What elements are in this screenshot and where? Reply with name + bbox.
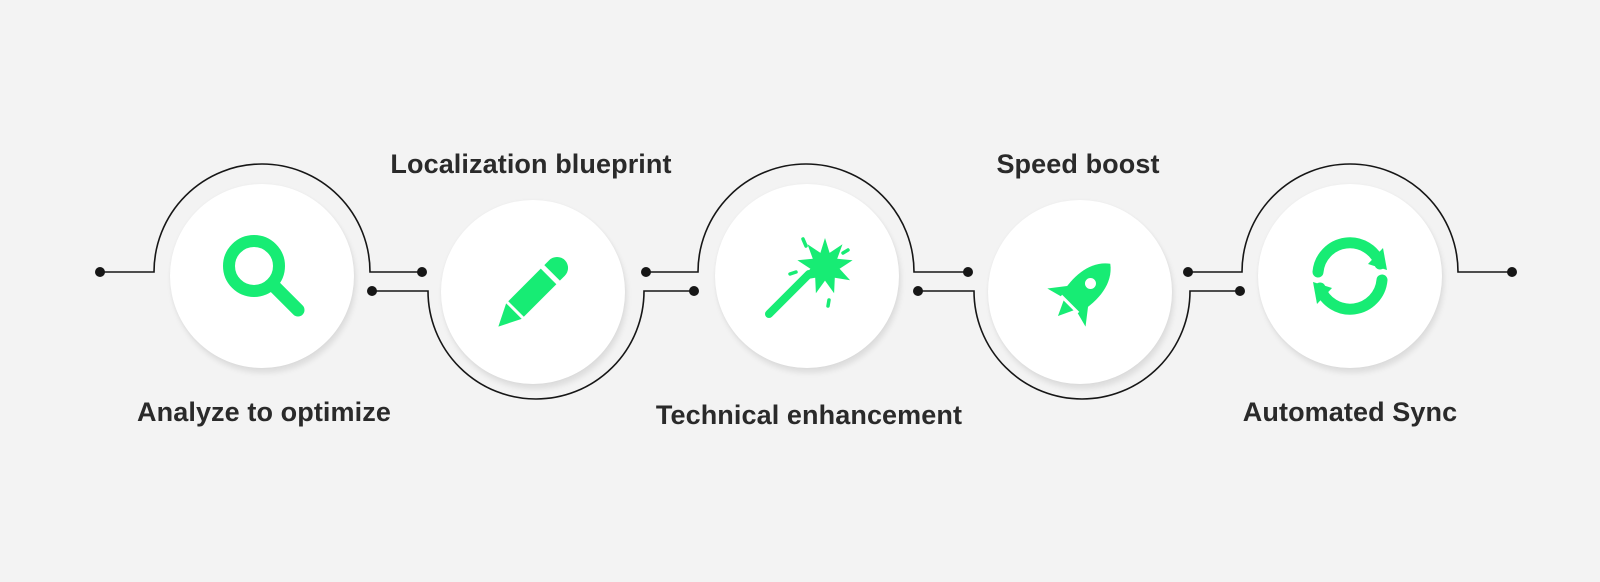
step-node-analyze: [170, 184, 354, 368]
rocket-icon: [1032, 244, 1128, 340]
step-label-analyze: Analyze to optimize: [137, 397, 391, 427]
magic-wand-icon: [759, 228, 855, 324]
step-node-localization: [441, 200, 625, 384]
step-label-sync: Automated Sync: [1242, 397, 1458, 427]
step-node-speed: [988, 200, 1172, 384]
step-label-localization: Localization blueprint: [390, 149, 672, 179]
pencil-icon: [485, 244, 581, 340]
step-label-speed: Speed boost: [996, 149, 1160, 179]
sync-arrows-icon: [1302, 228, 1398, 324]
magnifier-icon: [214, 228, 310, 324]
top-connector-path: [100, 163, 1512, 273]
step-label-technical: Technical enhancement: [655, 400, 963, 430]
bottom-connector-path: [372, 290, 1240, 400]
step-node-technical: [715, 184, 899, 368]
step-node-sync: [1258, 184, 1442, 368]
connector-dots: [95, 267, 1517, 296]
